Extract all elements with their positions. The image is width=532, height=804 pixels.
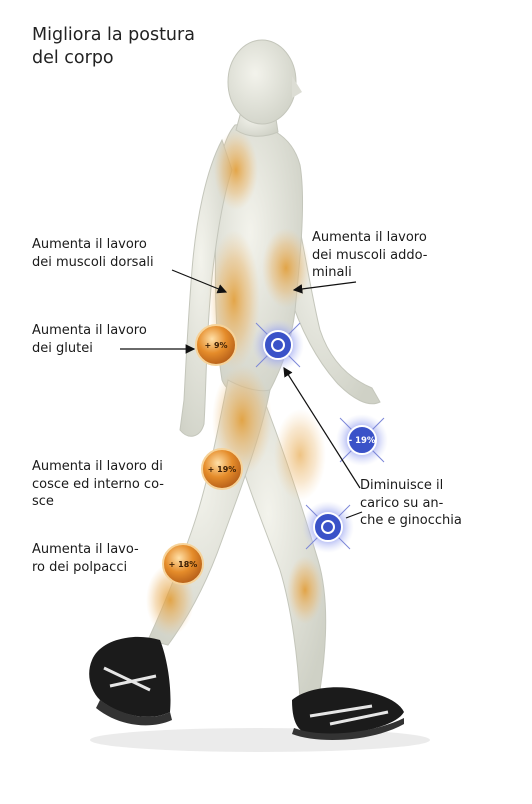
badge-cosce: + 19% (201, 448, 243, 490)
badge-polpacci-value: + 18% (169, 560, 198, 569)
page-title: Migliora la postura del corpo (32, 25, 195, 68)
badge-anche-value: - 19% (349, 436, 376, 446)
label-addominali: Aumenta il lavoro dei muscoli addo- mina… (312, 230, 428, 280)
back-shoe (292, 687, 404, 740)
target-knee (302, 501, 354, 553)
label-glutei: Aumenta il lavoro dei glutei (32, 323, 147, 356)
label-dorsali: Aumenta il lavoro dei muscoli dorsali (32, 237, 154, 270)
badge-anche: - 19% (336, 414, 388, 466)
badge-glutei: + 9% (195, 324, 237, 366)
label-carico: Diminuisce il carico su an- che e ginocc… (360, 478, 462, 528)
front-shoe (89, 636, 172, 726)
label-polpacci: Aumenta il lavo- ro dei polpacci (32, 542, 139, 575)
label-cosce: Aumenta il lavoro di cosce ed interno co… (32, 459, 164, 509)
arrow-carico-knee (345, 511, 363, 519)
badge-cosce-value: + 19% (208, 465, 237, 474)
arrow-addominali (292, 281, 357, 294)
arrow-carico-hip (283, 366, 361, 489)
human-figure (146, 39, 381, 701)
arrow-dorsali (171, 269, 228, 294)
target-hip (252, 319, 304, 371)
badge-polpacci: + 18% (162, 543, 204, 585)
badge-glutei-value: + 9% (204, 341, 227, 350)
